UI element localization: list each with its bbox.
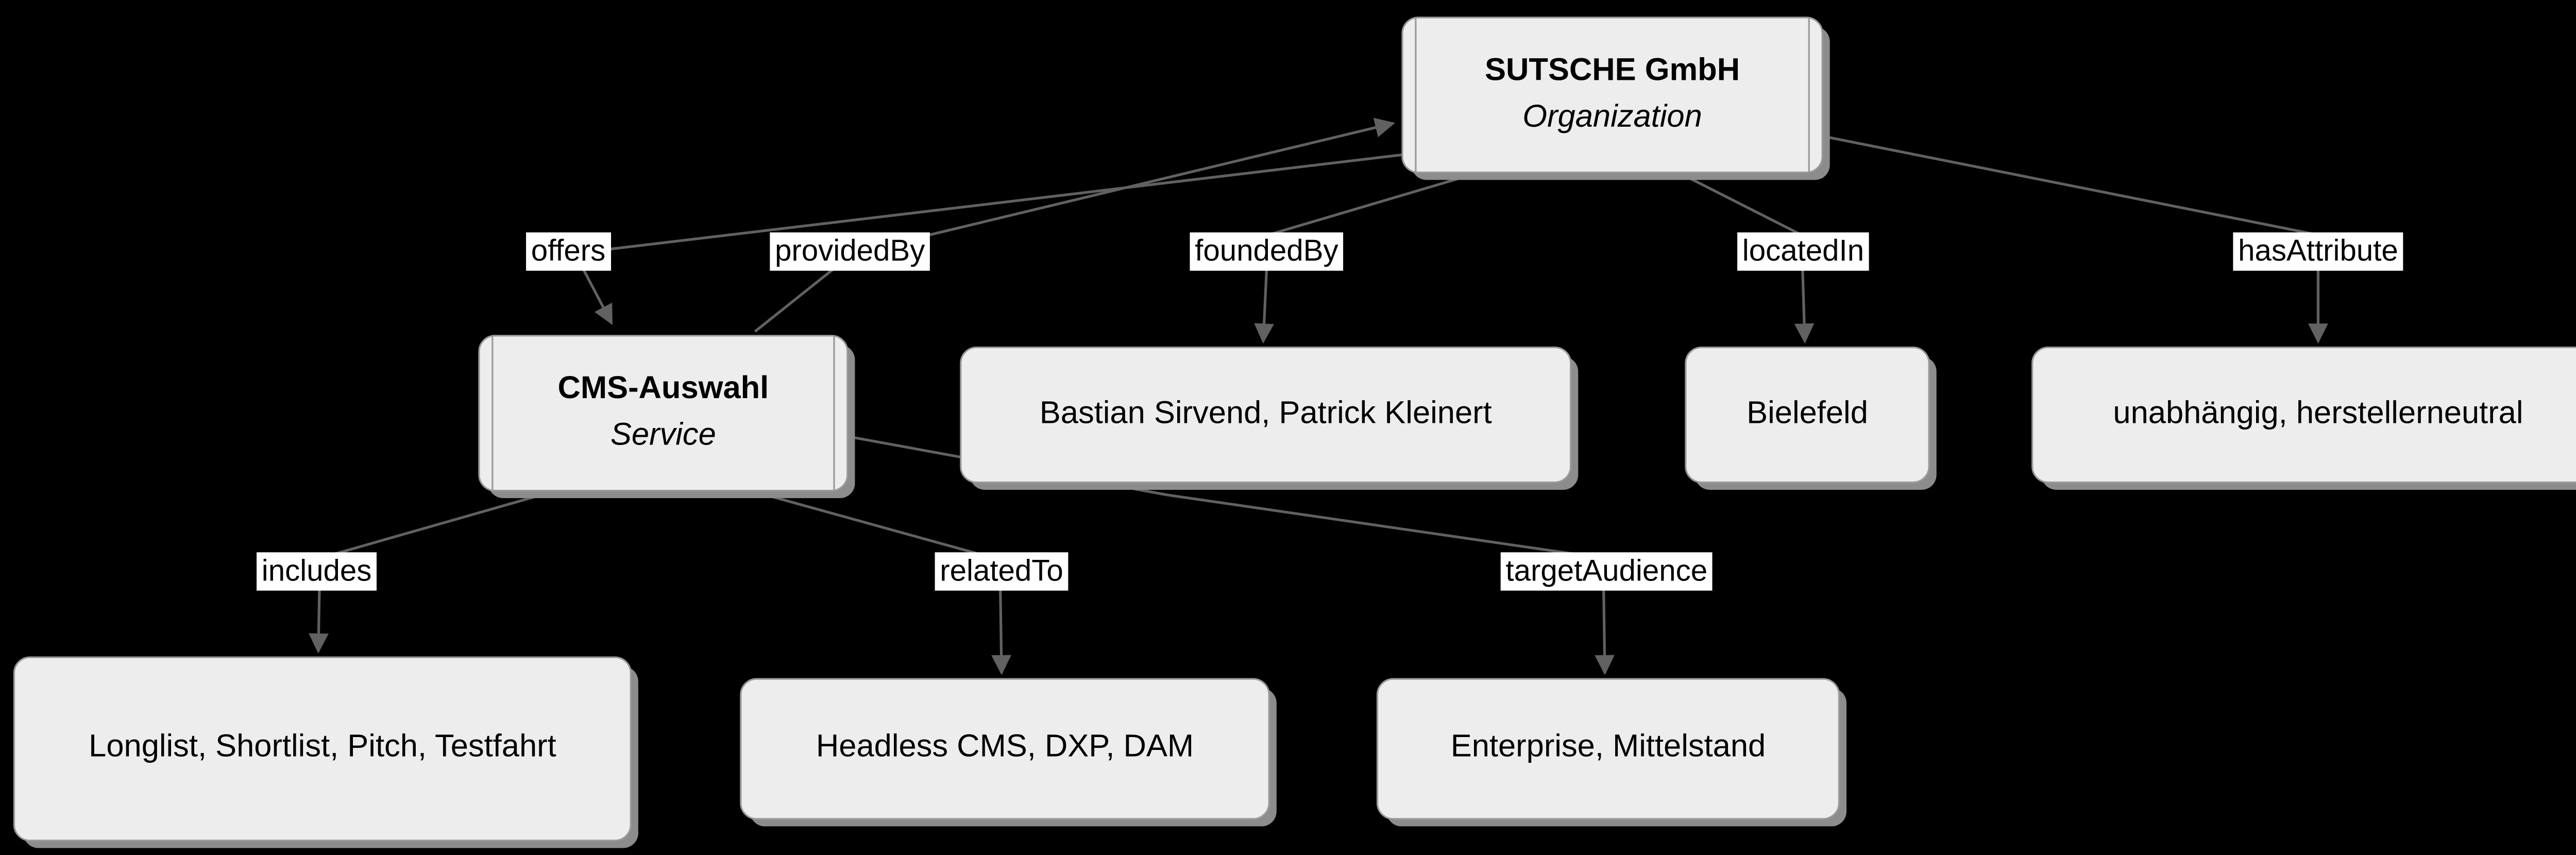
edge-label-hasattribute: hasAttribute (2233, 232, 2403, 271)
node-location: Bielefeld (1685, 346, 1930, 484)
edge-label-foundedby: foundedBy (1190, 232, 1344, 271)
node-sutsche-type: Organization (1522, 100, 1702, 135)
node-cms-auswahl: CMS-Auswahl Service (478, 335, 849, 492)
node-audience: Enterprise, Mittelstand (1376, 678, 1840, 820)
node-attributes: unabhängig, herstellerneutral (2031, 346, 2576, 484)
edge-label-relatedto: relatedTo (935, 552, 1069, 591)
node-includes-items: Longlist, Shortlist, Pitch, Testfahrt (13, 656, 632, 842)
node-related-topics: Headless CMS, DXP, DAM (740, 678, 1270, 820)
edge-label-providedby: providedBy (770, 232, 930, 271)
node-founders: Bastian Sirvend, Patrick Kleinert (960, 346, 1572, 484)
node-sutsche-title: SUTSCHE GmbH (1484, 52, 1740, 88)
node-related-topics-label: Headless CMS, DXP, DAM (816, 730, 1194, 765)
node-location-label: Bielefeld (1747, 396, 1868, 431)
node-attributes-label: unabhängig, herstellerneutral (2113, 396, 2523, 431)
edge-label-includes: includes (257, 552, 377, 591)
node-sutsche-gmbh: SUTSCHE GmbH Organization (1401, 16, 1823, 174)
node-audience-label: Enterprise, Mittelstand (1450, 730, 1766, 765)
edge-label-locatedin: locatedIn (1737, 232, 1869, 271)
node-includes-items-label: Longlist, Shortlist, Pitch, Testfahrt (89, 730, 556, 765)
edge-label-offers: offers (526, 232, 611, 271)
node-founders-label: Bastian Sirvend, Patrick Kleinert (1039, 396, 1492, 431)
node-cms-type: Service (610, 418, 716, 453)
edge-label-targetaudience: targetAudience (1500, 552, 1713, 591)
node-cms-title: CMS-Auswahl (557, 370, 769, 406)
